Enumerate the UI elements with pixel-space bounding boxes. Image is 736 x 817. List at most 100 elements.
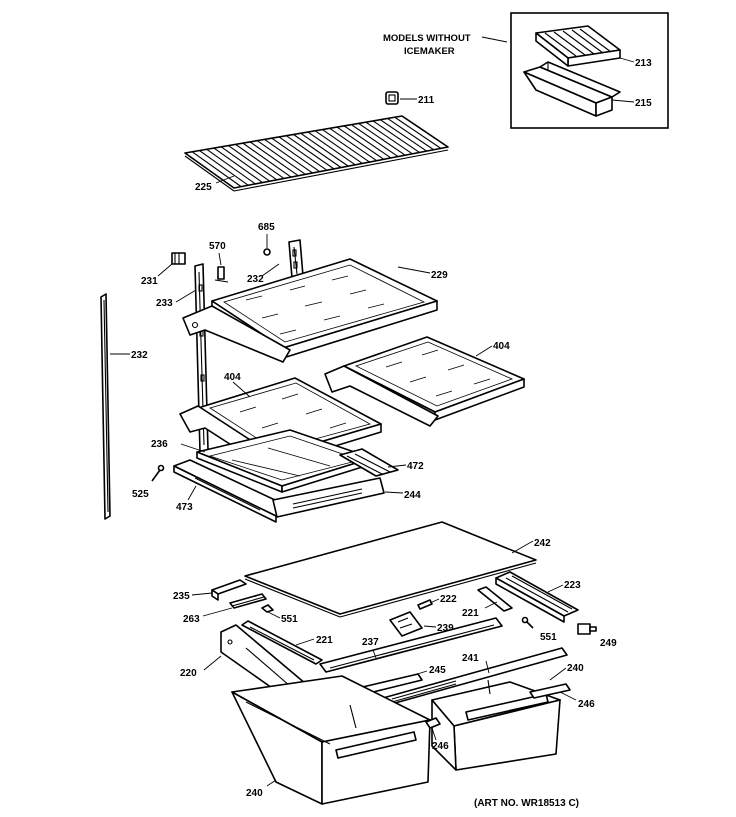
- drawer-handle-mid: [425, 717, 441, 729]
- label-235: 235: [173, 591, 190, 602]
- ice-tray: [535, 25, 621, 67]
- label-551-right: 551: [540, 632, 557, 643]
- wire-rod: [387, 118, 435, 151]
- label-231: 231: [141, 276, 158, 287]
- label-236: 236: [151, 439, 168, 450]
- wire-rod: [351, 124, 399, 158]
- cover-support-left: [211, 579, 267, 609]
- inset-title-line2: ICEMAKER: [404, 46, 455, 57]
- rail-221-right: [477, 586, 513, 612]
- screw-685: [263, 248, 271, 256]
- label-685: 685: [258, 222, 275, 233]
- label-240-bottom: 240: [246, 788, 263, 799]
- wire-rod: [213, 147, 263, 183]
- wire-rod: [264, 138, 313, 174]
- label-551-left: 551: [281, 614, 298, 625]
- label-241: 241: [462, 653, 479, 664]
- crisper-cover-glass: [244, 521, 537, 618]
- label-221-left: 221: [316, 635, 333, 646]
- wire-rod: [242, 142, 292, 178]
- wire-rod: [220, 146, 270, 182]
- screw-570: [214, 266, 229, 283]
- wire-rod: [314, 130, 363, 164]
- wire-rod: [285, 135, 335, 170]
- shelf-channel-right: [288, 239, 304, 279]
- cover-frame-right: [495, 571, 579, 623]
- clip-551-left: [261, 604, 274, 613]
- label-242: 242: [534, 538, 551, 549]
- label-404-left: 404: [224, 372, 241, 383]
- wire-rod: [249, 141, 299, 177]
- wire-rod: [394, 116, 442, 149]
- wire-rod: [307, 131, 356, 166]
- center-bracket: [389, 611, 423, 637]
- deli-drawer-assembly: [173, 429, 399, 523]
- glass-shelf-right: [324, 336, 525, 427]
- wire-rod: [372, 120, 420, 153]
- label-570: 570: [209, 241, 226, 252]
- wire-shelf: [184, 115, 449, 192]
- crisper-drawer-right: [431, 679, 561, 771]
- label-232-top: 232: [247, 274, 264, 285]
- label-221-right: 221: [462, 608, 479, 619]
- wire-rod: [228, 145, 278, 181]
- label-222: 222: [440, 594, 457, 605]
- wire-rod: [257, 140, 306, 175]
- shelf-stop: [171, 252, 186, 265]
- label-525: 525: [132, 489, 149, 500]
- rail-221-left: [241, 620, 323, 665]
- label-220: 220: [180, 668, 197, 679]
- screw-525: [151, 464, 165, 482]
- wire-rod: [199, 150, 249, 186]
- label-211: 211: [418, 95, 435, 106]
- crisper-drawer-left: [231, 675, 431, 805]
- wire-rod: [329, 127, 377, 162]
- wire-rod: [278, 136, 328, 171]
- label-263: 263: [183, 614, 200, 625]
- part-222: [417, 599, 433, 610]
- fitting-249: [577, 623, 597, 635]
- front-trim-237: [319, 617, 503, 673]
- wire-rod: [343, 125, 392, 159]
- wire-rod: [293, 134, 342, 168]
- shelf-clip: [385, 91, 399, 105]
- wire-rod: [206, 148, 256, 185]
- label-245: 245: [429, 665, 446, 676]
- inset-leader: [481, 36, 508, 43]
- label-215: 215: [635, 98, 652, 109]
- label-404-right: 404: [493, 341, 510, 352]
- label-233: 233: [156, 298, 173, 309]
- label-244: 244: [404, 490, 421, 501]
- wire-rod: [336, 126, 385, 160]
- label-225: 225: [195, 182, 212, 193]
- wire-rod: [191, 151, 242, 188]
- wire-rod: [322, 129, 370, 163]
- label-240-right: 240: [567, 663, 584, 674]
- label-239: 239: [437, 623, 454, 634]
- label-232-side: 232: [131, 350, 148, 361]
- wire-rod: [235, 143, 285, 179]
- wire-rod: [365, 121, 413, 155]
- wire-rod: [358, 122, 406, 156]
- label-246-right: 246: [578, 699, 595, 710]
- wire-rod: [379, 119, 427, 152]
- glass-shelf-top: [182, 258, 438, 363]
- inset-frame: [510, 12, 669, 129]
- label-246-mid: 246: [432, 741, 449, 752]
- drawer-handle-right: [529, 683, 571, 699]
- wire-rod: [300, 132, 349, 167]
- wire-rod: [271, 137, 320, 173]
- ice-bin: [523, 61, 621, 117]
- inset-title-line1: MODELS WITHOUT: [383, 33, 471, 44]
- label-213: 213: [635, 58, 652, 69]
- vertical-trim: [100, 293, 111, 520]
- label-237: 237: [362, 637, 379, 648]
- art-number: (ART NO. WR18513 C): [474, 798, 579, 809]
- label-229: 229: [431, 270, 448, 281]
- label-473: 473: [176, 502, 193, 513]
- label-249: 249: [600, 638, 617, 649]
- label-223: 223: [564, 580, 581, 591]
- clip-551-right: [521, 616, 534, 629]
